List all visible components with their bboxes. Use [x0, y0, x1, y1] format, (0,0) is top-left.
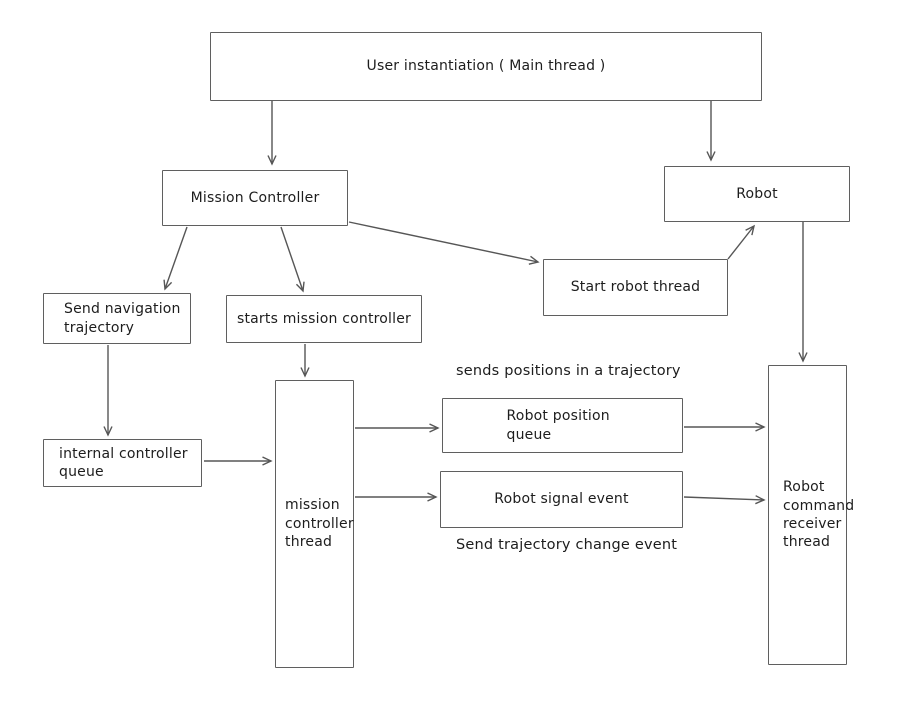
node-user-instantiation: User instantiation ( Main thread )	[210, 32, 762, 101]
node-user-instantiation-label: User instantiation ( Main thread )	[366, 58, 606, 75]
node-send-navigation-trajectory: Send navigation trajectory	[43, 293, 191, 344]
node-mission-controller-thread-label: mission controller thread	[285, 497, 354, 551]
node-internal-controller-queue-label: internal controller queue	[59, 445, 188, 480]
node-start-robot-thread-label: Start robot thread	[570, 279, 701, 296]
node-send-navigation-trajectory-label: Send navigation trajectory	[64, 301, 181, 336]
node-robot-signal-event: Robot signal event	[440, 471, 683, 528]
node-starts-mission-controller-label: starts mission controller	[236, 310, 412, 327]
arrow-signal-event-to-receiver-thread	[683, 495, 766, 505]
node-internal-controller-queue: internal controller queue	[43, 439, 202, 487]
arrow-mission-controller-to-send-navigation	[163, 226, 188, 291]
node-start-robot-thread: Start robot thread	[543, 259, 728, 316]
arrow-mission-controller-to-starts-mission-controller	[280, 226, 305, 293]
node-robot-signal-event-label: Robot signal event	[494, 491, 629, 508]
node-robot-command-receiver-thread-label: Robot command receiver thread	[783, 479, 855, 551]
node-robot-label: Robot	[736, 185, 778, 202]
node-starts-mission-controller: starts mission controller	[226, 295, 422, 343]
label-sends-positions-in-trajectory: sends positions in a trajectory	[456, 363, 681, 379]
label-send-trajectory-change-event: Send trajectory change event	[456, 537, 678, 553]
node-robot-command-receiver-thread: Robot command receiver thread	[768, 365, 854, 665]
node-robot-position-queue-label: Robot position queue	[506, 408, 610, 443]
node-mission-controller-label: Mission Controller	[190, 189, 320, 206]
node-robot-position-queue: Robot position queue	[442, 398, 683, 453]
node-mission-controller: Mission Controller	[162, 170, 348, 226]
node-mission-controller-thread: mission controller thread	[275, 380, 354, 668]
arrow-start-robot-thread-to-robot	[727, 224, 756, 260]
arrow-mission-controller-to-start-robot-thread	[348, 221, 540, 265]
node-robot: Robot	[664, 166, 850, 222]
